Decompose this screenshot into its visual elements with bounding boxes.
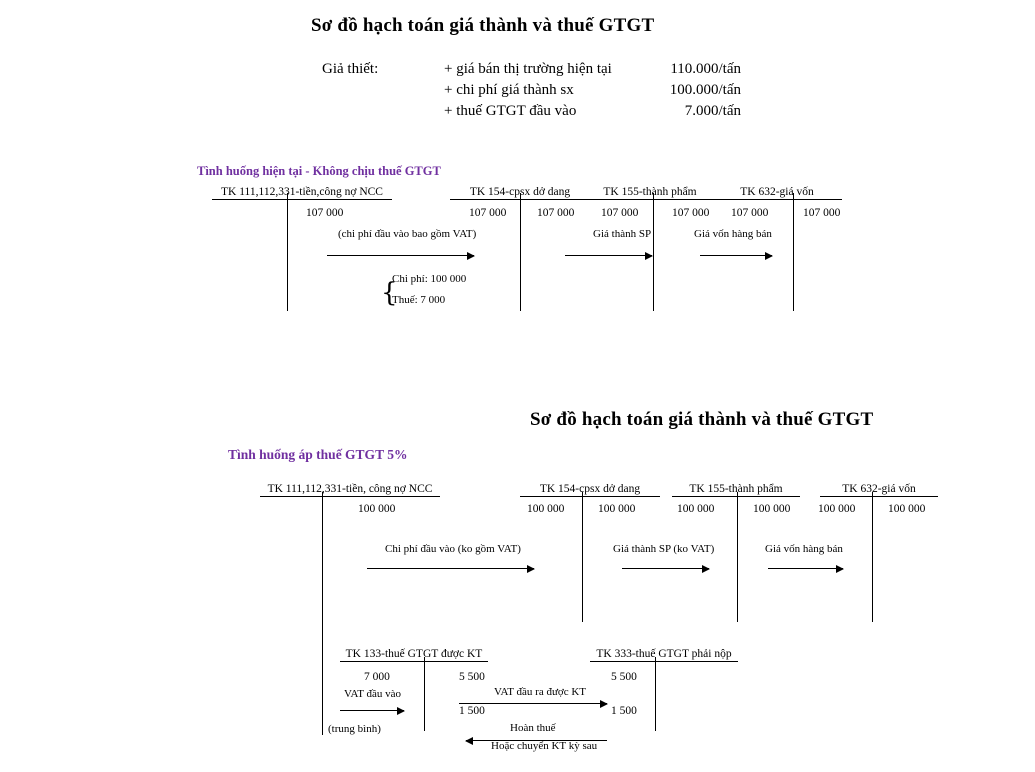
assumption-amount-3: 7.000/tấn <box>684 103 741 119</box>
flow-label-refund-d2: Hoàn thuế <box>510 722 556 734</box>
flow-label-cogs-d2: Giá vốn hàng bán <box>765 543 843 555</box>
amount-155-credit-d2: 100 000 <box>753 503 791 515</box>
flow-arrow-vat-in-d2 <box>340 707 405 715</box>
amount-133-debit-d2: 7 000 <box>364 671 390 683</box>
amount-155-debit-d1: 107 000 <box>601 207 639 219</box>
assumption-amount-2: 100.000/tấn <box>669 82 741 98</box>
assumption-text-1: + giá bán thị trường hiện tại <box>444 61 612 77</box>
amount-154-credit-d1: 107 000 <box>537 207 575 219</box>
account-header-632-d2: TK 632-giá vốn <box>820 483 938 497</box>
flow-label-cogs-prod-d1: Giá thành SP <box>593 228 652 240</box>
amount-632-credit-d2: 100 000 <box>888 503 926 515</box>
t-divider-154-d2 <box>582 492 583 622</box>
account-header-632-d1: TK 632-giá vốn <box>712 186 842 200</box>
amount-133-credit-top-d2: 5 500 <box>459 671 485 683</box>
breakdown-brace-d1: { <box>381 278 398 308</box>
t-divider-154-d1 <box>520 193 521 311</box>
assumption-text-2: + chi phí giá thành sx <box>444 82 574 98</box>
amount-111-credit-d1: 107 000 <box>306 207 344 219</box>
amount-154-credit-d2: 100 000 <box>598 503 636 515</box>
flow-arrow-cogs-d2 <box>768 565 844 573</box>
flow-label-input-d2: Chi phí đầu vào (ko gồm VAT) <box>385 543 521 555</box>
flow-arrow-cogs-d1 <box>700 252 773 260</box>
breakdown-cost-d1: Chi phí: 100 000 <box>392 273 467 285</box>
t-divider-155-d2 <box>737 492 738 622</box>
flow-arrow-vat-out-d2 <box>459 700 608 708</box>
t-divider-155-d1 <box>653 193 654 311</box>
t-divider-632-d2 <box>872 492 873 622</box>
breakdown-tax-d1: Thuế: 7 000 <box>392 294 446 306</box>
flow-label-input-d1: (chi phí đầu vào bao gồm VAT) <box>338 228 477 240</box>
assumptions-label: Giả thiết: <box>322 61 379 77</box>
amount-333-debit-top-d2: 5 500 <box>611 671 637 683</box>
account-header-333-d2: TK 333-thuế GTGT phải nộp <box>590 648 738 662</box>
t-divider-111-d1 <box>287 193 288 311</box>
assumption-amount-1: 110.000/tấn <box>670 61 741 77</box>
flow-arrow-input-d2 <box>367 565 535 573</box>
amount-154-debit-d2: 100 000 <box>527 503 565 515</box>
amount-133-credit-bottom-d2: 1 500 <box>459 705 485 717</box>
flow-label-cogs-d1: Giá vốn hàng bán <box>694 228 772 240</box>
flow-label-vat-out-d2: VAT đầu ra được KT <box>494 686 587 698</box>
assumption-text-3: + thuế GTGT đầu vào <box>444 103 577 119</box>
flow-arrow-prod-d2 <box>622 565 710 573</box>
amount-155-debit-d2: 100 000 <box>677 503 715 515</box>
flow-label-vat-in-d2: VAT đầu vào <box>344 688 402 700</box>
account-header-154-d2: TK 154-cpsx dở dang <box>520 483 660 497</box>
note-average-d2: (trung bình) <box>328 723 381 735</box>
flow-arrow-refund-d2 <box>465 737 607 745</box>
account-header-155-d2: TK 155-thành phẩm <box>672 483 800 497</box>
t-divider-632-d1 <box>793 193 794 311</box>
amount-154-debit-d1: 107 000 <box>469 207 507 219</box>
t-divider-133-d2 <box>424 657 425 731</box>
account-header-111-d2: TK 111,112,331-tiền, công nợ NCC <box>260 483 440 497</box>
page-title-top: Sơ đồ hạch toán giá thành và thuế GTGT <box>311 15 655 36</box>
t-divider-333-d2 <box>655 657 656 731</box>
amount-155-credit-d1: 107 000 <box>672 207 710 219</box>
flow-arrow-prod-d1 <box>565 252 653 260</box>
flow-label-carryover-d2: Hoặc chuyển KT kỳ sau <box>491 740 598 752</box>
amount-632-debit-d1: 107 000 <box>731 207 769 219</box>
scenario-heading-1: Tình huống hiện tại - Không chịu thuế GT… <box>197 164 441 178</box>
account-header-111-d1: TK 111,112,331-tiền,công nợ NCC <box>212 186 392 200</box>
account-header-155-d1: TK 155-thành phẩm <box>580 186 720 200</box>
scenario-heading-2: Tình huống áp thuế GTGT 5% <box>228 447 408 462</box>
account-header-133-d2: TK 133-thuế GTGT được KT <box>340 648 488 662</box>
t-divider-111-d2 <box>322 492 323 735</box>
page-title-bottom: Sơ đồ hạch toán giá thành và thuế GTGT <box>530 409 874 430</box>
flow-label-prod-d2: Giá thành SP (ko VAT) <box>613 543 715 555</box>
amount-333-debit-bottom-d2: 1 500 <box>611 705 637 717</box>
amount-632-credit-d1: 107 000 <box>803 207 841 219</box>
amount-632-debit-d2: 100 000 <box>818 503 856 515</box>
flow-arrow-input-d1 <box>327 252 475 260</box>
amount-111-credit-d2: 100 000 <box>358 503 396 515</box>
